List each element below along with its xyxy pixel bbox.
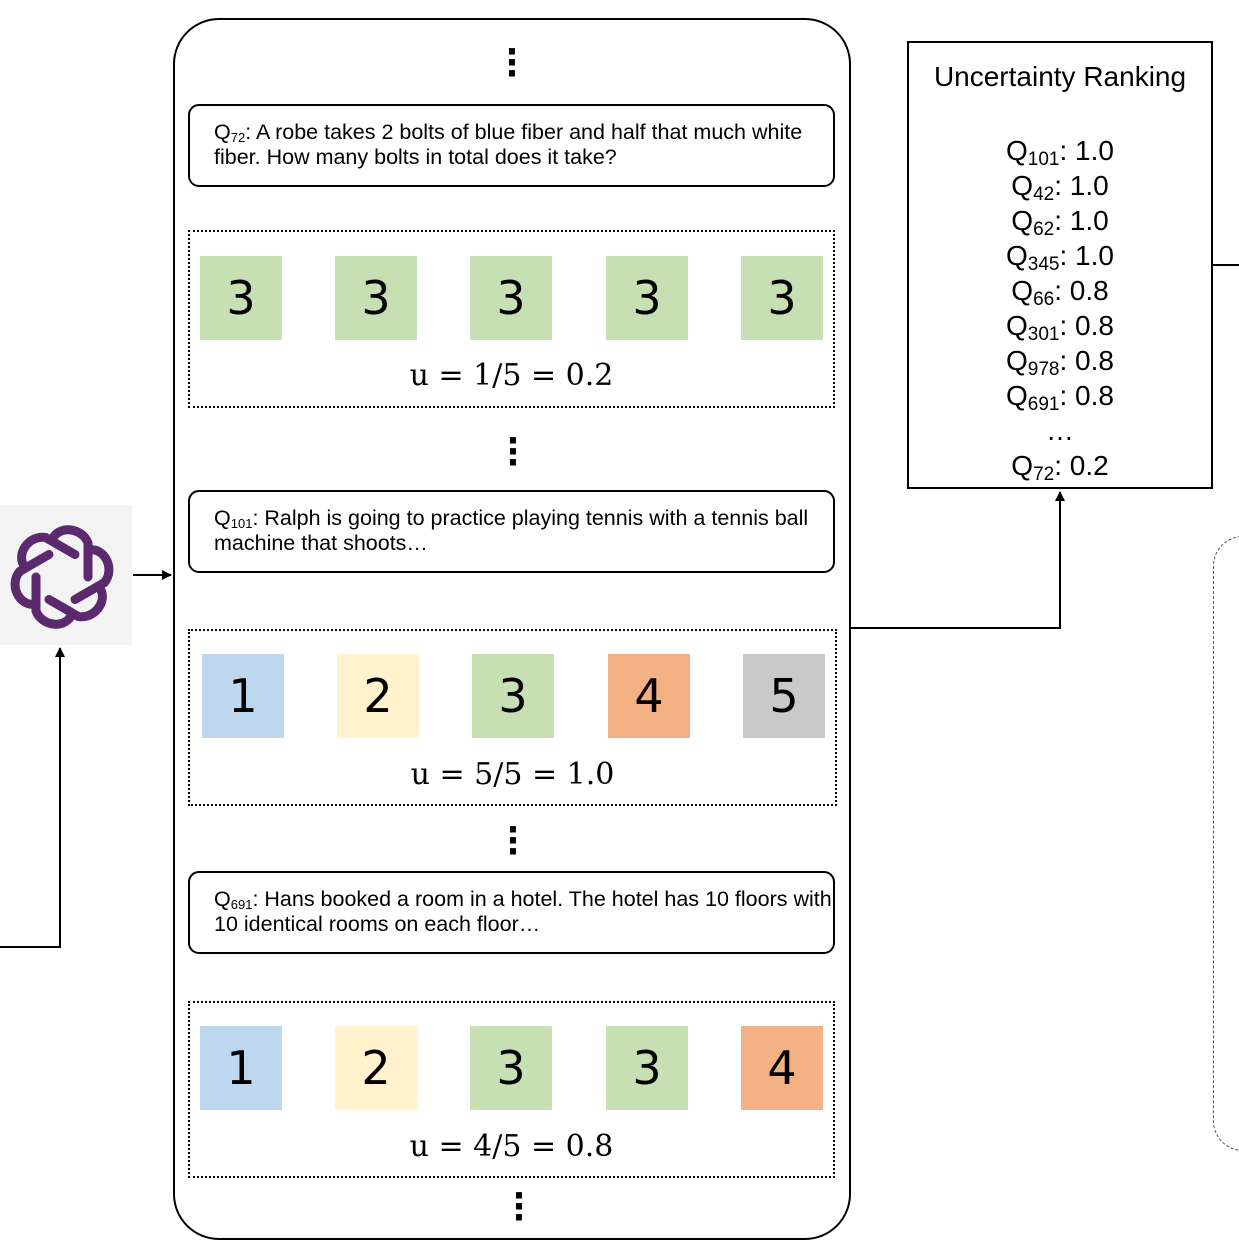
uncertainty-ranking-panel: Uncertainty Ranking Q101: 1.0 Q42: 1.0 Q…: [907, 41, 1213, 489]
answer-cell: 5: [743, 654, 825, 738]
ranking-item: Q62: 1.0: [1011, 205, 1109, 240]
ranking-list: Q101: 1.0 Q42: 1.0 Q62: 1.0 Q345: 1.0 Q6…: [909, 133, 1211, 485]
ranking-ellipsis: …: [1046, 415, 1074, 446]
answer-cell: 4: [741, 1026, 823, 1110]
ranking-item: Q66: 0.8: [1011, 275, 1109, 310]
answer-cell: 3: [470, 256, 552, 340]
ranking-item: Q978: 0.8: [1006, 345, 1114, 380]
question-text: : Ralph is going to practice playing ten…: [214, 506, 809, 555]
answer-cell: 3: [606, 256, 688, 340]
vertical-ellipsis-2: ···: [506, 421, 520, 483]
llm-logo-tile: [0, 505, 132, 645]
answer-group-q101: 1 2 3 4 5 u = 5/5 = 1.0: [188, 629, 837, 806]
uncertainty-formula: u = 1/5 = 0.2: [409, 358, 614, 393]
question-text: : Hans booked a room in a hotel. The hot…: [214, 887, 832, 936]
openai-logo-icon: [10, 525, 114, 629]
question-box-q101: Q101: Ralph is going to practice playing…: [188, 490, 835, 573]
answer-cell: 3: [606, 1026, 688, 1110]
ranking-item: Q345: 1.0: [1006, 240, 1114, 275]
uncertainty-formula: u = 4/5 = 0.8: [409, 1129, 614, 1164]
question-text: : A robe takes 2 bolts of blue fiber and…: [214, 120, 803, 169]
ranking-item: Q301: 0.8: [1006, 310, 1114, 345]
arrow-panel-to-ranking: [851, 491, 1065, 629]
answer-cell: 3: [200, 256, 282, 340]
question-id: Q: [214, 506, 231, 530]
question-box-q691: Q691: Hans booked a room in a hotel. The…: [188, 871, 835, 954]
question-box-q72: Q72: A robe takes 2 bolts of blue fiber …: [188, 104, 835, 187]
answer-cell: 3: [470, 1026, 552, 1110]
answer-group-q691: 1 2 3 3 4 u = 4/5 = 0.8: [188, 1001, 835, 1178]
answer-cell: 3: [741, 256, 823, 340]
vertical-ellipsis-bottom: ···: [512, 1176, 526, 1238]
vertical-ellipsis-3: ···: [506, 810, 520, 872]
arrow-feedback-to-logo: [0, 647, 65, 948]
answer-cell: 4: [608, 654, 690, 738]
answer-cell: 2: [337, 654, 419, 738]
ranking-item: Q72: 0.2: [1011, 450, 1109, 485]
answer-cell: 1: [200, 1026, 282, 1110]
answer-cell: 3: [335, 256, 417, 340]
answer-cell: 3: [472, 654, 554, 738]
ranking-item: Q691: 0.8: [1006, 380, 1114, 415]
dashed-panel-partial: [1213, 536, 1239, 1151]
question-subscript: 691: [230, 897, 253, 912]
ranking-item: Q101: 1.0: [1006, 135, 1114, 170]
question-subscript: 101: [230, 516, 253, 531]
answer-cell: 1: [202, 654, 284, 738]
ranking-title: Uncertainty Ranking: [933, 61, 1187, 92]
answer-group-q72: 3 3 3 3 3 u = 1/5 = 0.2: [188, 230, 835, 408]
question-id: Q: [214, 887, 231, 911]
question-id: Q: [214, 120, 231, 144]
answer-cell: 2: [335, 1026, 417, 1110]
question-subscript: 72: [230, 130, 246, 145]
vertical-ellipsis-top: ···: [505, 32, 519, 94]
ranking-item: Q42: 1.0: [1011, 170, 1109, 205]
uncertainty-formula: u = 5/5 = 1.0: [410, 757, 615, 792]
